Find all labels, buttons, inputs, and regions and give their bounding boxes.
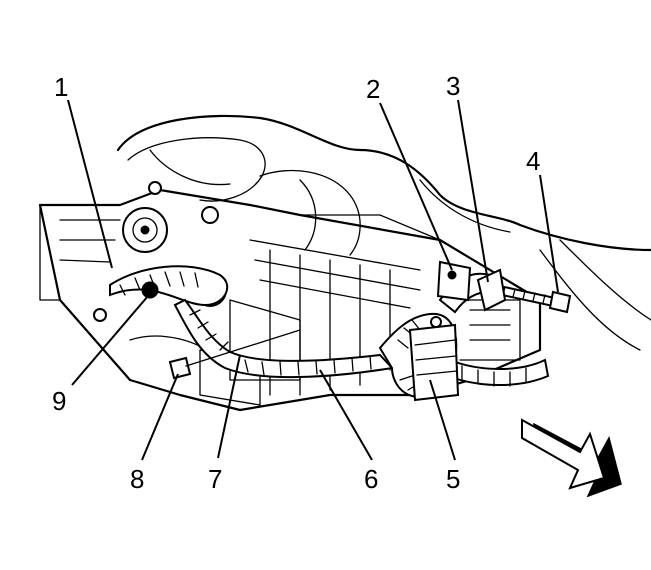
connector-block (408, 316, 460, 402)
leader-7 (217, 354, 241, 459)
callout-labels: 1 2 3 4 5 6 7 8 9 (52, 71, 540, 494)
callout-6: 6 (364, 464, 378, 494)
leader-5 (429, 379, 456, 461)
callout-9: 9 (52, 386, 66, 416)
callout-5: 5 (446, 464, 460, 494)
leader-8 (141, 373, 179, 461)
leader-9 (71, 295, 149, 386)
leader-4 (539, 174, 559, 293)
leader-3 (457, 99, 489, 283)
leader-lines (67, 99, 559, 461)
callout-7: 7 (208, 464, 222, 494)
bolt-8 (168, 329, 301, 380)
callout-4: 4 (526, 146, 540, 176)
leader-1 (67, 99, 113, 269)
callout-2: 2 (366, 74, 380, 104)
callout-8: 8 (130, 464, 144, 494)
intake-manifold (116, 114, 651, 351)
harness-bracket (436, 260, 507, 312)
callout-1: 1 (54, 72, 68, 102)
leader-6 (319, 369, 373, 461)
clip-9 (141, 281, 159, 299)
leader-2 (379, 102, 453, 271)
callout-3: 3 (446, 71, 460, 101)
direction-arrow-icon (521, 418, 622, 498)
